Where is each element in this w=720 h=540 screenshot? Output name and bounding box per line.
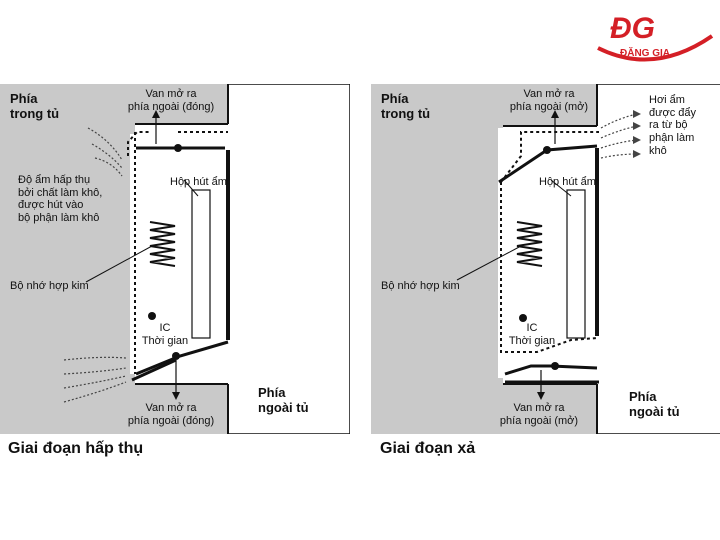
absorption-caption: Giai đoạn hấp thụ bbox=[8, 440, 144, 457]
top-valve-label: Van mở ra phía ngoài (đóng) bbox=[127, 88, 215, 113]
top-valve-label: Van mở ra phía ngoài (mở) bbox=[509, 88, 589, 113]
outside-label: Phía ngoài tủ bbox=[258, 385, 309, 415]
dang-gia-logo: ĐG ĐẶNG GIA bbox=[590, 6, 718, 68]
bottom-valve-label: Van mở ra phía ngoài (mở) bbox=[499, 402, 579, 427]
discharge-diagram bbox=[371, 84, 720, 434]
absorption-diagram bbox=[0, 84, 350, 434]
absorption-box-label: Hộp hút ẩm bbox=[170, 176, 227, 188]
discharge-panel: Phía trong tủ Phía ngoài tủ Van mở ra ph… bbox=[371, 84, 720, 434]
logo-mark: ĐG bbox=[610, 12, 655, 45]
bottom-valve-label: Van mở ra phía ngoài (đóng) bbox=[127, 402, 215, 427]
logo-swoosh-icon: ĐG ĐẶNG GIA bbox=[597, 12, 714, 62]
absorption-box-label: Hộp hút ẩm bbox=[539, 176, 596, 188]
outside-label: Phía ngoài tủ bbox=[629, 389, 680, 419]
discharge-caption: Giai đoạn xả bbox=[380, 440, 476, 457]
timer-label: IC Thời gian bbox=[141, 322, 189, 347]
moisture-note: Độ ẩm hấp thụ bởi chất làm khô, được hút… bbox=[18, 174, 103, 224]
alloy-label: Bộ nhớ hợp kim bbox=[381, 280, 460, 292]
timer-label: IC Thời gian bbox=[508, 322, 556, 347]
absorption-panel: Phía trong tủ Phía ngoài tủ Van mở ra ph… bbox=[0, 84, 350, 434]
moisture-note: Hơi ẩm được đẩy ra từ bộ phận làm khô bbox=[649, 94, 696, 157]
alloy-label: Bộ nhớ hợp kim bbox=[10, 280, 89, 292]
inside-label: Phía trong tủ bbox=[381, 91, 431, 121]
logo-name: ĐẶNG GIA bbox=[620, 46, 670, 59]
inside-label: Phía trong tủ bbox=[10, 91, 60, 121]
